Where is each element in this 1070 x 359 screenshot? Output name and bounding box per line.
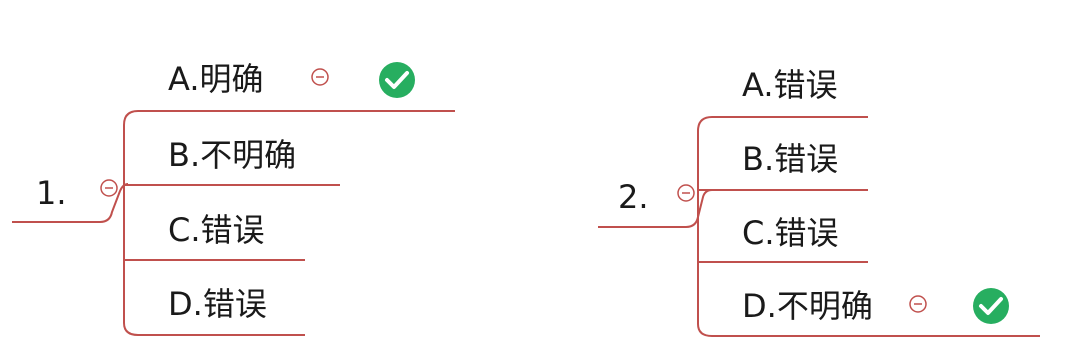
check-icon: [385, 71, 409, 89]
q1-option-a-label[interactable]: A.明确: [168, 60, 264, 98]
q2-connector: [598, 189, 713, 228]
q2-option-d-correct-badge: [973, 288, 1009, 324]
q2-option-c-label[interactable]: C.错误: [742, 214, 839, 252]
question-1-branch: 1. A.明确 B.不明确 C.错误 D.错误: [12, 60, 455, 336]
q1-option-a-correct-badge: [379, 62, 415, 98]
q2-spine: [697, 116, 713, 337]
check-icon: [979, 297, 1003, 315]
question-2-branch: 2. A.错误 B.错误 C.错误 D.不明确: [598, 66, 1040, 337]
q1-spine: [123, 110, 139, 336]
check-circle-icon: [379, 62, 415, 98]
check-circle-icon: [973, 288, 1009, 324]
q2-option-a-label[interactable]: A.错误: [742, 66, 838, 104]
q1-number: 1.: [36, 174, 67, 212]
q1-option-b-label[interactable]: B.不明确: [168, 136, 296, 174]
q2-option-b-label[interactable]: B.错误: [742, 140, 838, 178]
q1-option-a-collapse-toggle[interactable]: [311, 68, 329, 86]
q1-option-d-label[interactable]: D.错误: [168, 285, 267, 323]
q2-option-d-collapse-toggle[interactable]: [909, 295, 927, 313]
q1-option-c-label[interactable]: C.错误: [168, 211, 265, 249]
q2-option-d-label[interactable]: D.不明确: [742, 287, 873, 325]
q2-number: 2.: [618, 178, 649, 216]
q2-collapse-toggle[interactable]: [677, 184, 695, 202]
q1-collapse-toggle[interactable]: [100, 179, 118, 197]
